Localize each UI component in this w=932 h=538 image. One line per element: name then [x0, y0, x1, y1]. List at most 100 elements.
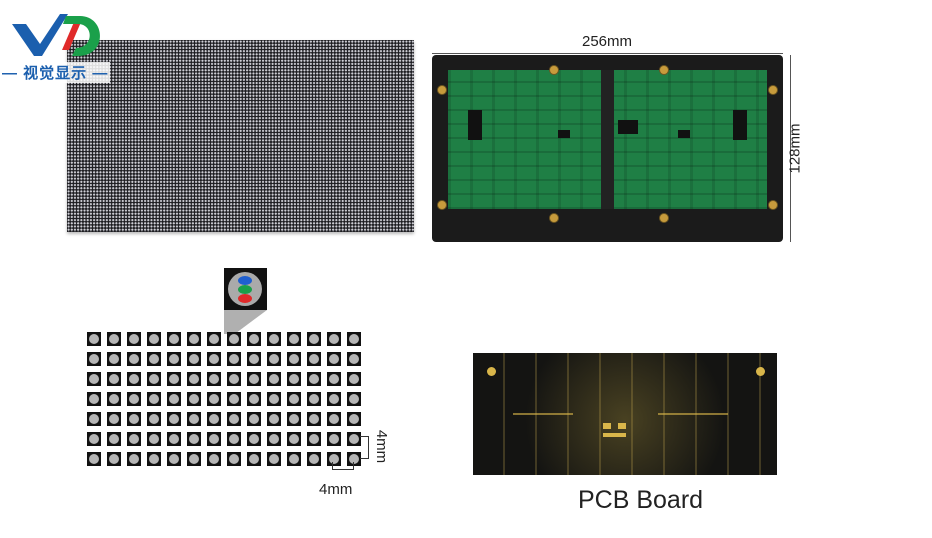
- led-pixel: [307, 412, 321, 426]
- led-lens: [269, 434, 279, 444]
- led-lens: [149, 414, 159, 424]
- led-pixel: [327, 412, 341, 426]
- led-pixel: [327, 332, 341, 346]
- led-lens: [269, 414, 279, 424]
- led-pixel: [307, 372, 321, 386]
- led-pixel: [87, 452, 101, 466]
- led-module-back: [432, 55, 783, 242]
- led-lens: [229, 394, 239, 404]
- led-pixel: [207, 352, 221, 366]
- led-lens: [349, 374, 359, 384]
- led-pixel: [147, 412, 161, 426]
- led-lens: [349, 334, 359, 344]
- led-pixel: [147, 452, 161, 466]
- led-pixel: [167, 432, 181, 446]
- led-lens: [309, 454, 319, 464]
- led-lens: [109, 414, 119, 424]
- led-pixel: [247, 412, 261, 426]
- led-lens: [229, 454, 239, 464]
- led-pixel: [287, 372, 301, 386]
- led-pixel: [147, 352, 161, 366]
- led-lens: [269, 354, 279, 364]
- led-lens: [209, 354, 219, 364]
- led-pixel: [207, 392, 221, 406]
- led-lens: [109, 374, 119, 384]
- trace: [658, 413, 728, 415]
- logo: [8, 10, 108, 65]
- led-pixel: [287, 432, 301, 446]
- led-pixel: [347, 392, 361, 406]
- led-pixel: [187, 452, 201, 466]
- led-lens: [289, 374, 299, 384]
- led-lens: [209, 434, 219, 444]
- led-lens: [309, 374, 319, 384]
- led-pixel: [127, 332, 141, 346]
- led-lens: [329, 454, 339, 464]
- led-pixel: [107, 432, 121, 446]
- pad: [618, 423, 626, 429]
- module-driver-board: [448, 70, 767, 209]
- led-lens: [289, 434, 299, 444]
- led-lens: [229, 354, 239, 364]
- led-lens: [89, 414, 99, 424]
- rgb-led-package: [228, 272, 262, 306]
- led-pixel: [307, 432, 321, 446]
- led-lens: [269, 374, 279, 384]
- vertical-pitch-label: 4mm: [373, 429, 391, 464]
- led-pixel: [207, 412, 221, 426]
- led-lens: [329, 374, 339, 384]
- led-pixel: [187, 372, 201, 386]
- led-lens: [309, 354, 319, 364]
- led-lens: [329, 354, 339, 364]
- led-lens: [249, 374, 259, 384]
- led-pixel: [287, 452, 301, 466]
- led-pixel: [307, 352, 321, 366]
- led-pixel: [267, 372, 281, 386]
- led-lens: [309, 394, 319, 404]
- led-lens: [249, 434, 259, 444]
- led-pixel: [127, 352, 141, 366]
- led-pixel: [227, 352, 241, 366]
- chip: [678, 130, 690, 138]
- led-pixel: [107, 412, 121, 426]
- led-lens: [249, 394, 259, 404]
- led-pixel: [287, 412, 301, 426]
- led-pixel: [127, 392, 141, 406]
- led-lens: [289, 414, 299, 424]
- led-pixel: [267, 412, 281, 426]
- led-pixel: [347, 352, 361, 366]
- led-pixel: [347, 372, 361, 386]
- led-pixel: [107, 372, 121, 386]
- led-pixel: [307, 452, 321, 466]
- led-pixel: [267, 432, 281, 446]
- logo-mark-icon: [12, 14, 100, 56]
- led-lens: [149, 354, 159, 364]
- led-pixel: [187, 412, 201, 426]
- pixel-magnified: [224, 268, 267, 310]
- led-pixel: [227, 412, 241, 426]
- led-lens: [229, 414, 239, 424]
- led-pixel: [327, 452, 341, 466]
- led-pixel: [347, 412, 361, 426]
- connector: [468, 110, 482, 140]
- led-lens: [309, 414, 319, 424]
- led-lens: [229, 334, 239, 344]
- led-pixel: [247, 372, 261, 386]
- led-lens: [309, 334, 319, 344]
- logo-text: — 视觉显示 —: [0, 62, 111, 83]
- led-pixel: [147, 432, 161, 446]
- led-lens: [149, 334, 159, 344]
- led-pixel: [107, 452, 121, 466]
- led-lens: [349, 454, 359, 464]
- led-pixel: [187, 432, 201, 446]
- pcb-board-photo: [473, 353, 777, 475]
- led-pixel: [87, 352, 101, 366]
- led-pixel: [327, 432, 341, 446]
- led-pixel: [167, 412, 181, 426]
- led-lens: [209, 414, 219, 424]
- led-pixel: [267, 332, 281, 346]
- led-pixel: [347, 452, 361, 466]
- led-lens: [249, 454, 259, 464]
- led-pixel: [347, 332, 361, 346]
- led-pixel: [287, 352, 301, 366]
